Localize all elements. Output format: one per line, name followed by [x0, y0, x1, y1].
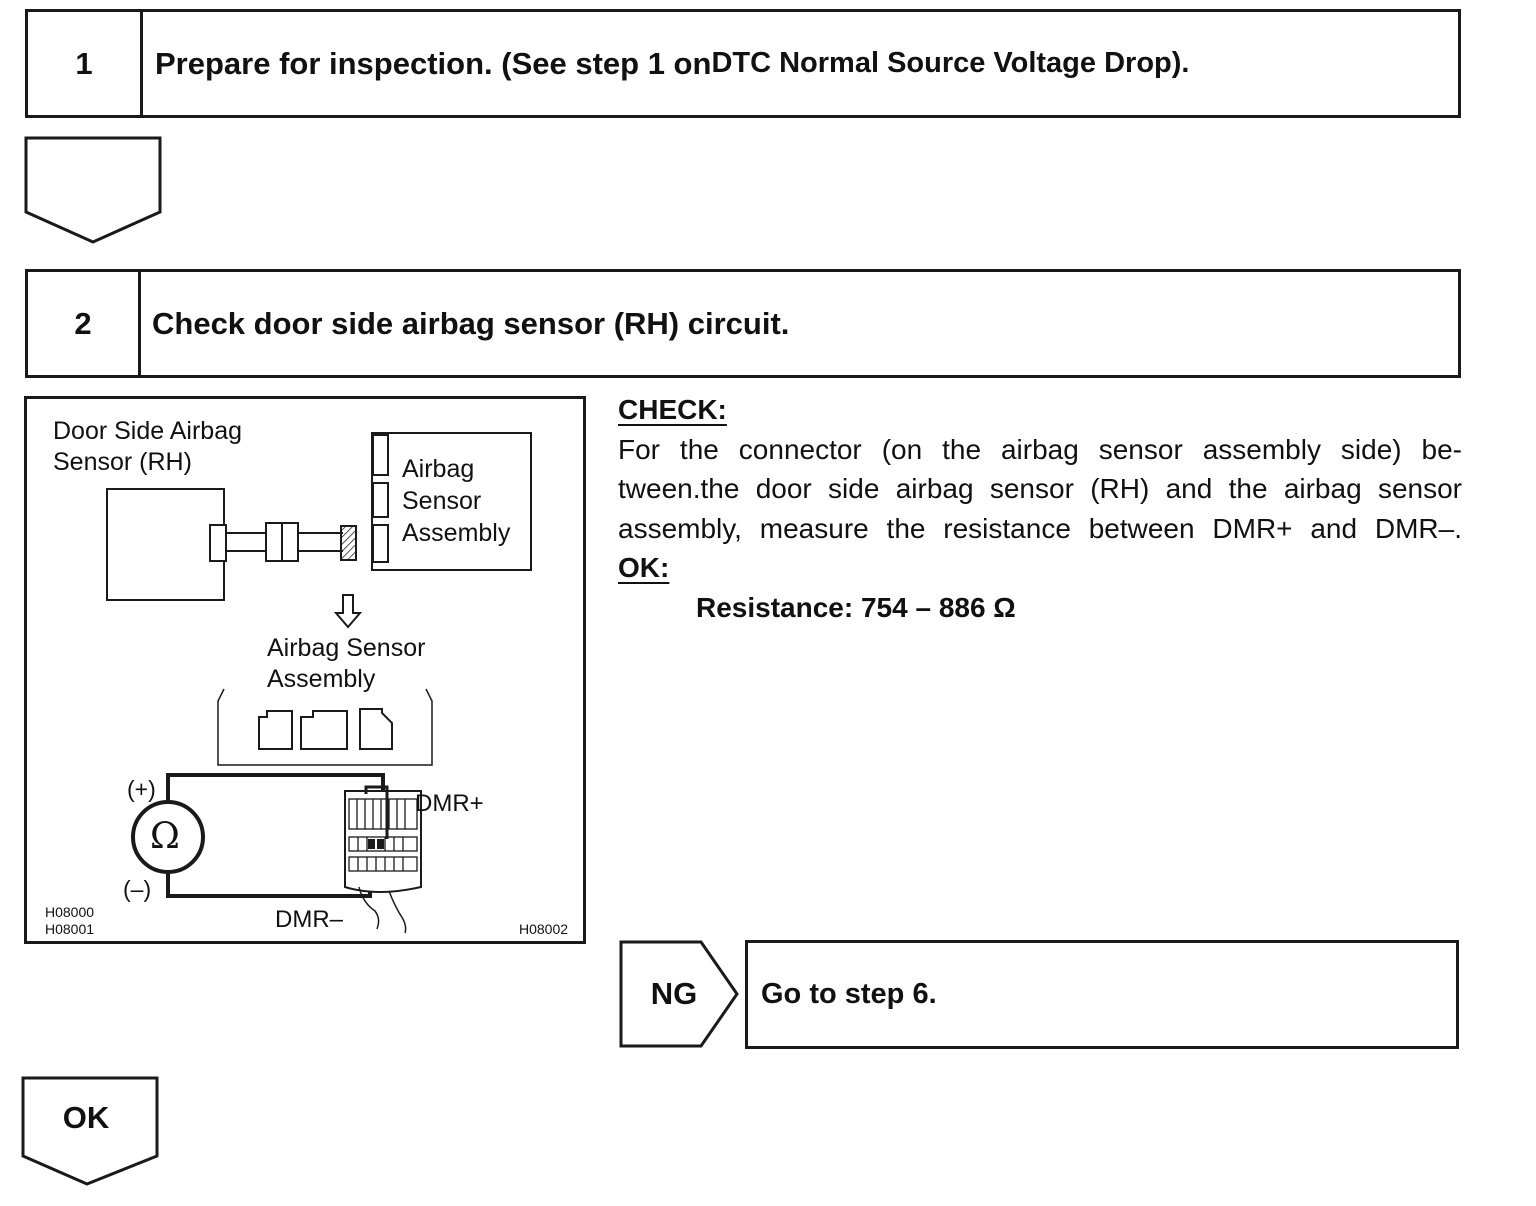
wiring-figure: Door Side Airbag Sensor (RH) Airbag Sens… [24, 396, 586, 944]
plus-label: (+) [127, 776, 156, 802]
assembly-label-top: Airbag Sensor Assembly [402, 455, 511, 547]
figure-code-left: H08000 H08001 [45, 904, 95, 937]
check-line-2: tween.the door side airbag sensor (RH) a… [618, 473, 1462, 504]
step-number: 2 [28, 272, 141, 375]
check-line-1: For the connector (on the airbag sensor … [618, 433, 1462, 465]
ng-action-box: Go to step 6. [745, 940, 1459, 1049]
step-title: Check door side airbag sensor (RH) circu… [152, 305, 790, 341]
wiring-diagram [106, 432, 532, 934]
figure-code-right: H08002 [519, 921, 569, 937]
door-sensor-label: Door Side Airbag Sensor (RH) [53, 417, 243, 476]
check-heading: CHECK: [618, 394, 727, 425]
step-1-box: 1 Prepare for inspection. (See step 1 on… [25, 9, 1461, 118]
hollow-down-arrow-icon [333, 594, 363, 629]
down-arrow-icon [24, 136, 162, 244]
ok-label: OK [62, 1100, 110, 1135]
step-number: 1 [28, 12, 143, 115]
step-title-bold: Prepare for inspection. (See step 1 on [155, 45, 712, 81]
check-section: CHECK: For the connector (on the airbag … [618, 390, 1462, 627]
ng-action-text: Go to step 6. [761, 978, 937, 1010]
step-title: Prepare for inspection. (See step 1 on D… [155, 12, 1189, 115]
ng-label: NG [650, 976, 698, 1011]
check-line-3: assembly, measure the resistance between… [618, 512, 1462, 544]
resistance-spec: Resistance: 754 – 886 Ω [696, 591, 1016, 623]
ok-heading: OK: [618, 552, 670, 583]
minus-label: (–) [123, 876, 152, 902]
step-2-box: 2 Check door side airbag sensor (RH) cir… [25, 269, 1461, 378]
dmr-plus-label: DMR+ [415, 790, 484, 817]
door-sensor-shape [106, 488, 225, 601]
ohm-icon: Ω [150, 816, 180, 857]
step-title-rest: DTC Normal Source Voltage Drop). [711, 47, 1190, 79]
assembly-label-middle: Airbag Sensor Assembly [267, 634, 426, 693]
ng-arrow-icon [619, 940, 739, 1048]
ok-arrow-icon [21, 1076, 159, 1186]
dmr-minus-label: DMR– [275, 906, 344, 933]
